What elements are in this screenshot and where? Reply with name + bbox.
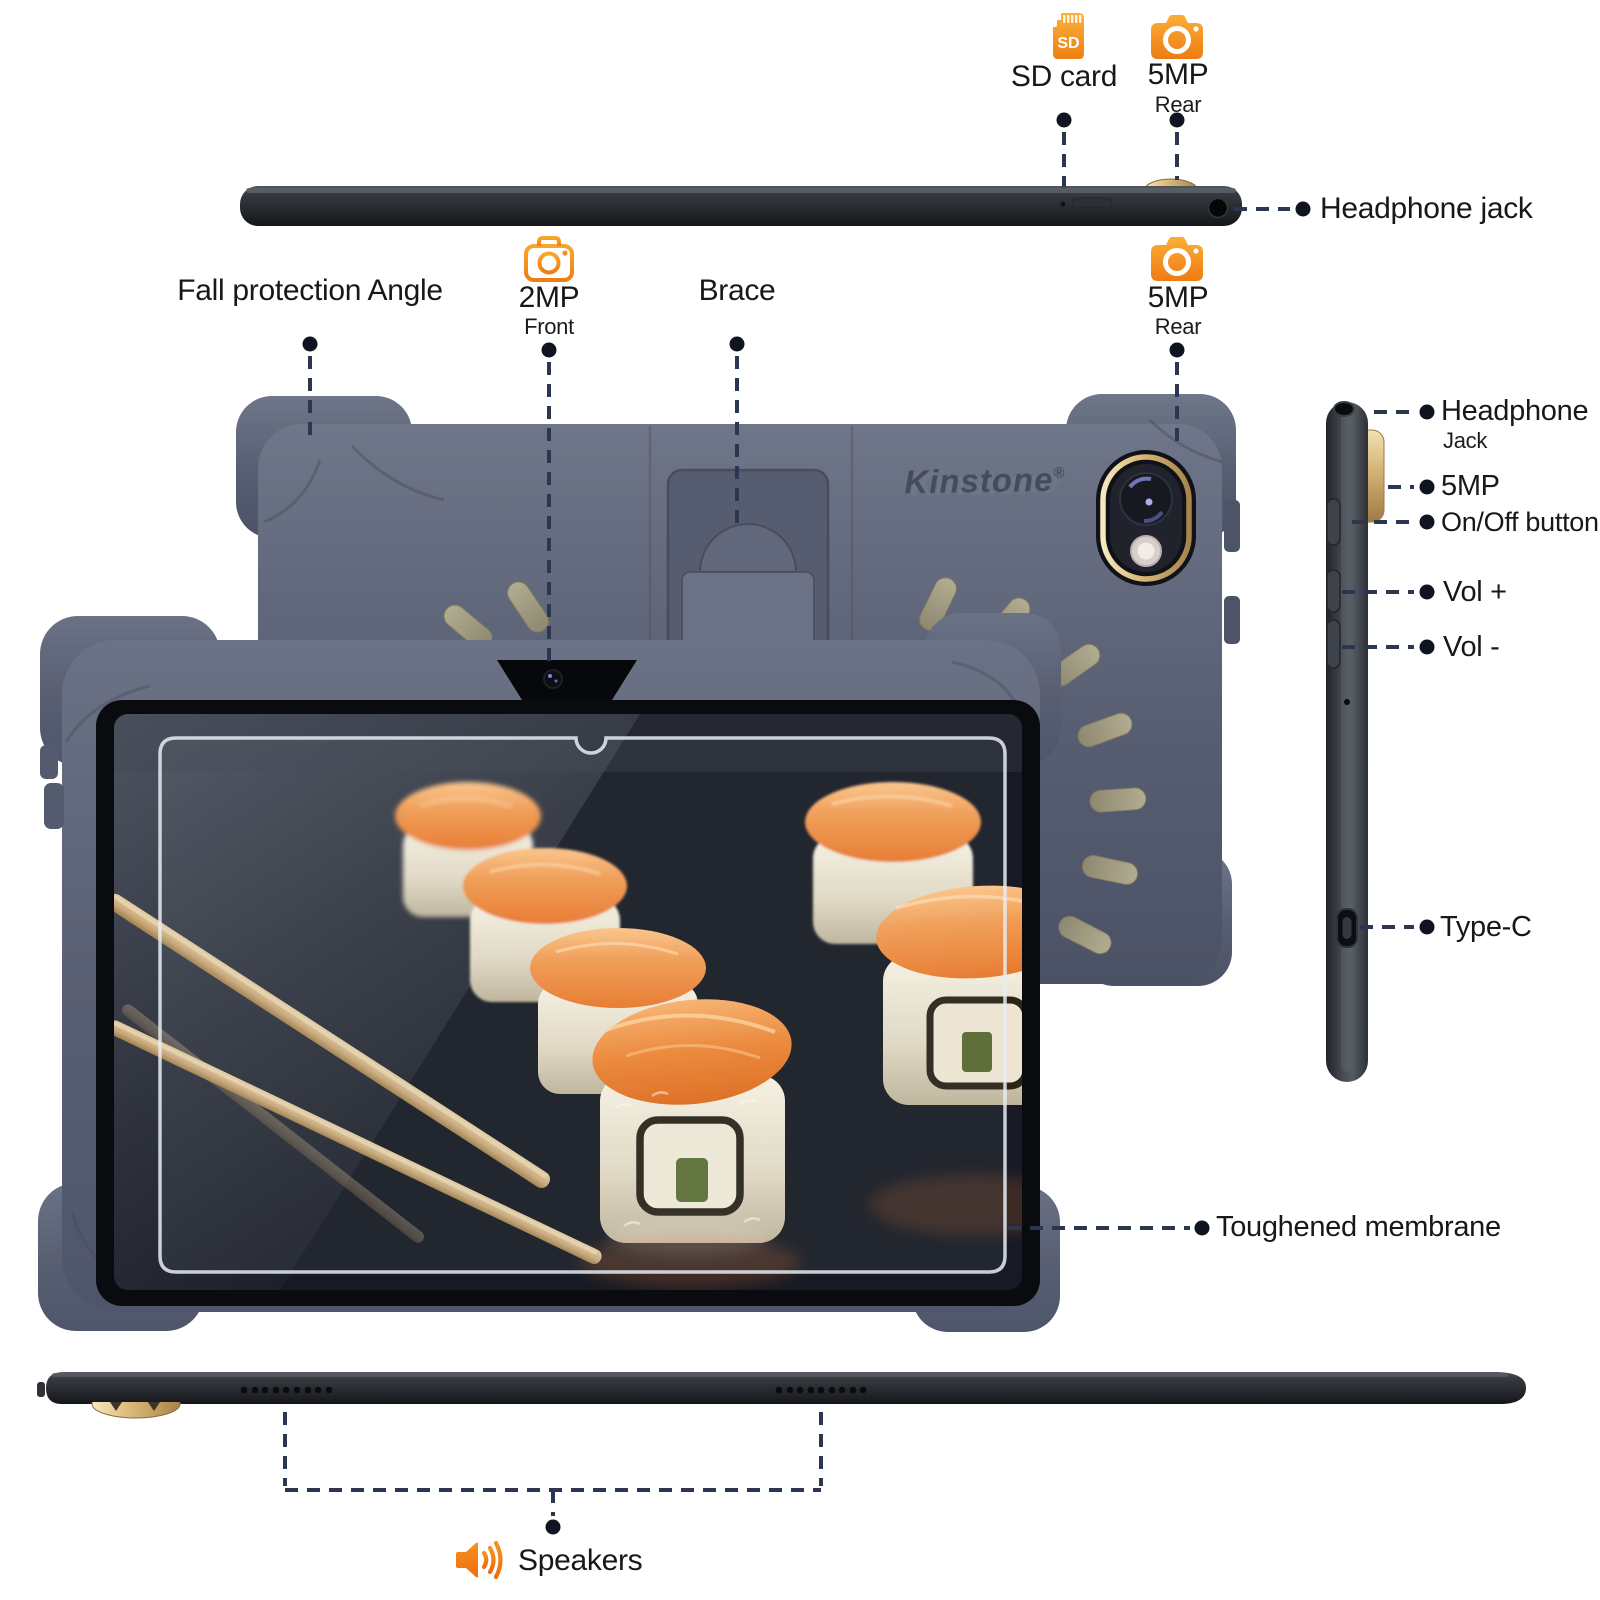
callout-rear-camera-top-sub: Rear xyxy=(1154,92,1202,117)
case-button-cutout xyxy=(44,783,64,829)
camera-icon xyxy=(1150,14,1204,60)
callout-front-camera: 2MP xyxy=(518,281,580,314)
sushi-photo xyxy=(114,782,1022,1288)
brand-logo-emboss: Kinstone xyxy=(910,463,1060,503)
top-edge-view xyxy=(240,178,1242,226)
callout-brace: Brace xyxy=(698,274,776,307)
camera-icon xyxy=(1150,236,1204,282)
callout-rear-camera-back-sub: Rear xyxy=(1154,314,1202,339)
side-mic-hole xyxy=(1344,699,1350,705)
brand-logo: Kinstone Kinstone® xyxy=(904,461,1066,503)
callout-bullets xyxy=(302,112,1435,1535)
table-reflections xyxy=(580,1175,1022,1288)
sd-card-slot xyxy=(1071,197,1113,208)
speaker-grille-left xyxy=(240,1386,333,1394)
bottom-camera-bump xyxy=(91,1402,181,1419)
callout-volume-down: Vol - xyxy=(1443,631,1500,663)
volume-up-button xyxy=(1326,569,1341,613)
side-headphone-hole xyxy=(1333,401,1355,417)
callout-rear-camera-back: 5MP xyxy=(1147,281,1209,314)
bumper-corner-creases xyxy=(263,418,1223,524)
callout-front-camera-sub: Front xyxy=(524,314,574,339)
kickstand-brace xyxy=(648,426,854,652)
sd-card-icon: SD xyxy=(1047,12,1085,60)
front-camera xyxy=(543,669,563,689)
side-edge-view xyxy=(1326,401,1385,1082)
rear-camera-lens xyxy=(1119,472,1173,526)
rear-camera-module xyxy=(1096,450,1196,586)
callout-connectors xyxy=(283,132,1414,1516)
callout-usb-c: Type-C xyxy=(1440,911,1532,943)
callout-side-headphone-sub: Jack xyxy=(1443,428,1488,453)
camera-outline-icon xyxy=(524,234,574,284)
chopsticks xyxy=(114,893,602,1265)
front-tablet-view xyxy=(38,613,1061,1332)
case-button-cutout xyxy=(40,745,58,779)
callout-side-camera: 5MP xyxy=(1441,470,1500,502)
case-side-tab xyxy=(1224,596,1240,644)
callout-speakers: Speakers xyxy=(518,1544,643,1577)
bottom-edge-view xyxy=(37,1372,1527,1419)
callout-volume-up: Vol + xyxy=(1443,576,1507,608)
speaker-icon xyxy=(453,1538,507,1582)
front-camera-notch xyxy=(497,660,637,700)
mic-hole xyxy=(1060,201,1066,207)
callout-sd-card: SD card xyxy=(1010,60,1118,93)
callout-rear-camera-top: 5MP xyxy=(1147,58,1209,91)
callout-toughened-membrane: Toughened membrane xyxy=(1216,1211,1501,1243)
speaker-grille-right xyxy=(775,1386,867,1394)
callout-power-button: On/Off button xyxy=(1441,507,1599,537)
power-button xyxy=(1326,498,1341,546)
case-side-tab xyxy=(1224,500,1240,552)
callout-fall-protection: Fall protection Angle xyxy=(177,274,443,307)
screen-protector-outline xyxy=(158,736,1007,1274)
svg-text:Kinstone®: Kinstone® xyxy=(904,461,1066,501)
screen xyxy=(114,714,1022,1290)
callout-headphone-jack-top: Headphone jack xyxy=(1320,192,1533,225)
svg-text:SD: SD xyxy=(1057,35,1079,52)
callout-side-headphone: Headphone xyxy=(1441,395,1589,427)
volume-down-button xyxy=(1326,619,1341,669)
headphone-jack-hole xyxy=(1207,197,1229,219)
